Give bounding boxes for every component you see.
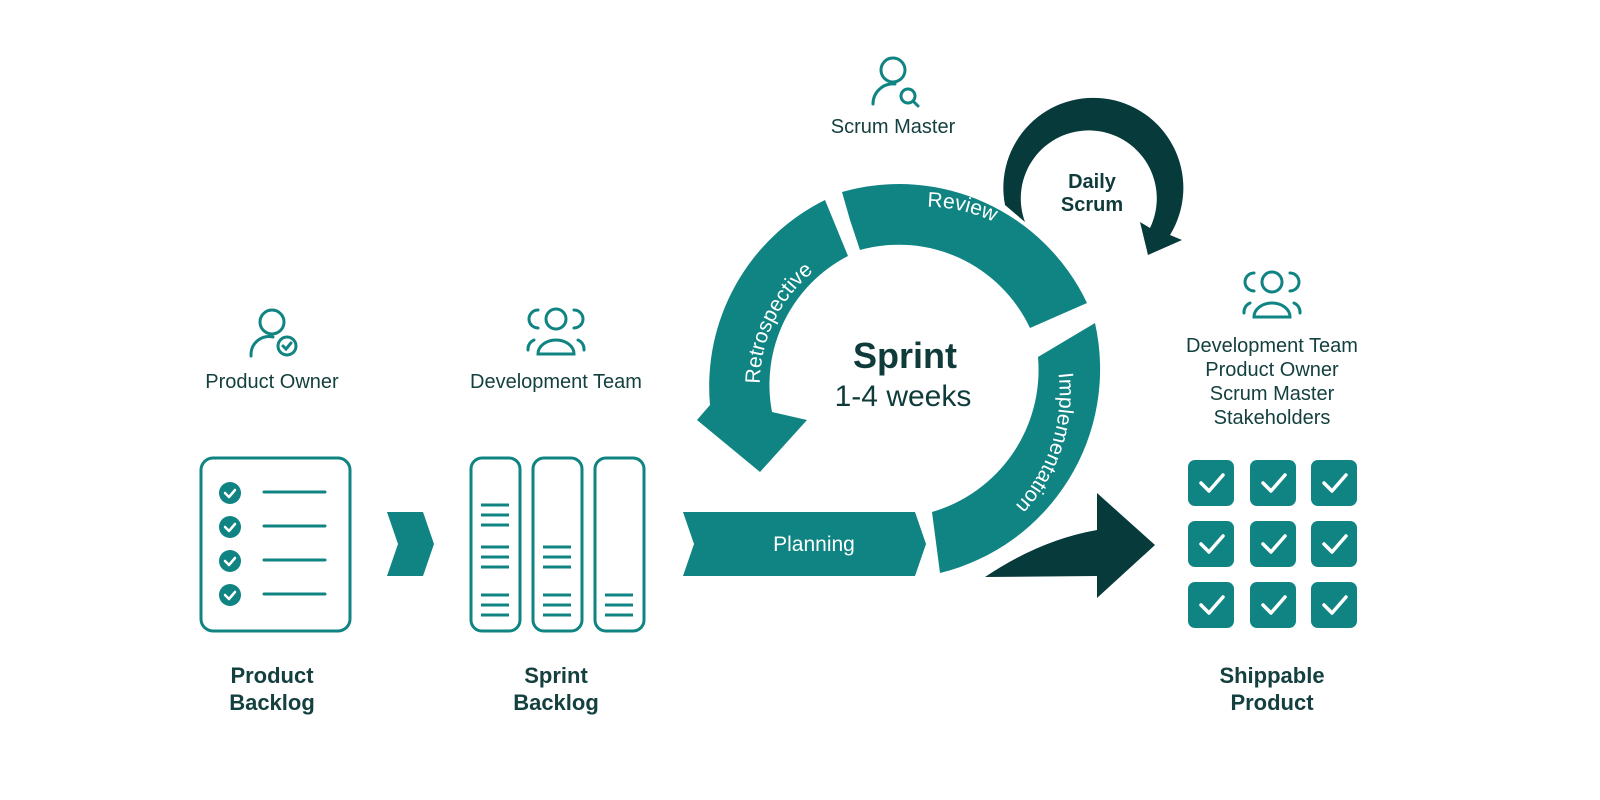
product-owner-icon (249, 308, 298, 358)
product-backlog-checklist-icon (199, 456, 352, 633)
right-role-stakeholders: Stakeholders (1214, 407, 1331, 429)
sprint-backlog-label-line2: Backlog (513, 690, 599, 715)
right-role-scrum-master: Scrum Master (1210, 383, 1335, 405)
shippable-product-grid-icon (1188, 460, 1357, 628)
product-backlog-label-line1: Product (230, 663, 314, 688)
daily-scrum-label-line2: Scrum (1061, 194, 1123, 216)
sprint-backlog-label-line1: Sprint (524, 663, 588, 688)
development-team-label: Development Team (470, 371, 642, 393)
implementation-segment (932, 323, 1101, 573)
scrum-master-label: Scrum Master (831, 116, 956, 138)
right-role-development-team: Development Team (1186, 335, 1358, 357)
sprint-backlog-columns-icon (469, 456, 646, 633)
stakeholders-group-icon (1242, 270, 1302, 319)
planning-label: Planning (773, 533, 855, 556)
shippable-product-label-line1: Shippable (1219, 663, 1324, 688)
sprint-output-arrow (985, 493, 1155, 598)
review-segment (842, 184, 1087, 328)
planning-band (683, 512, 926, 576)
daily-scrum-label-line1: Daily (1068, 171, 1117, 193)
product-owner-label: Product Owner (205, 371, 339, 393)
product-backlog-label-line2: Backlog (229, 690, 315, 715)
right-role-product-owner: Product Owner (1205, 359, 1339, 381)
shippable-product-label-line2: Product (1230, 690, 1314, 715)
retrospective-segment (697, 200, 848, 472)
sprint-title: Sprint (853, 335, 957, 376)
backlog-flow-chevron (387, 512, 434, 576)
daily-scrum-loop-arrow (1003, 97, 1184, 256)
scrum-master-icon (871, 56, 920, 108)
development-team-icon (526, 307, 586, 356)
sprint-duration: 1-4 weeks (835, 380, 972, 413)
